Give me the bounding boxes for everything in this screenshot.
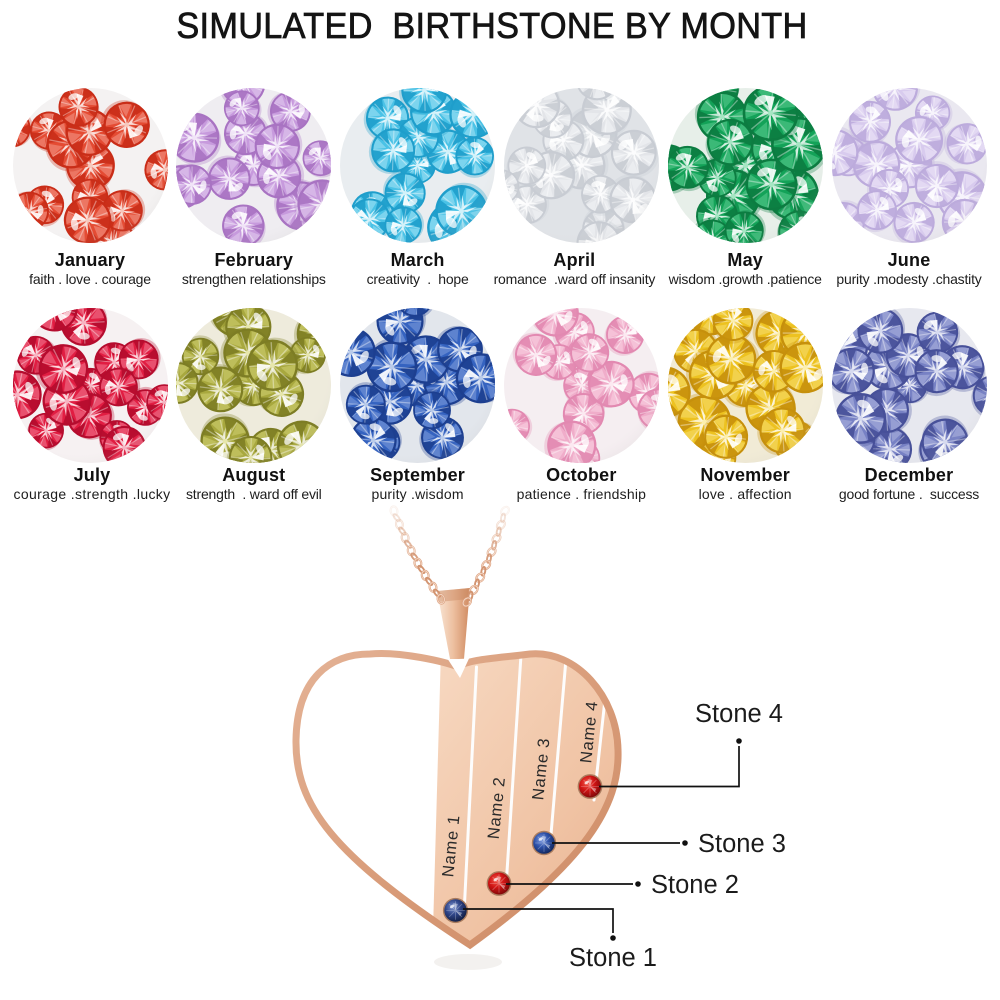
- svg-text:Stone 2: Stone 2: [651, 871, 739, 899]
- svg-text:Stone 1: Stone 1: [569, 944, 657, 972]
- svg-text:Stone 4: Stone 4: [695, 700, 783, 728]
- svg-text:Stone 3: Stone 3: [698, 830, 786, 858]
